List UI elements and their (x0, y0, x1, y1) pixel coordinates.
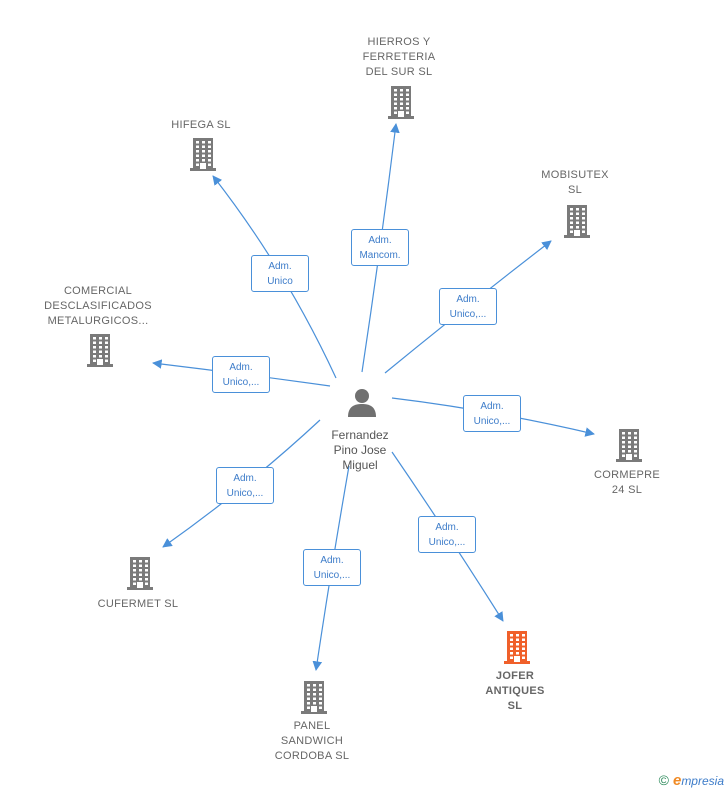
building-icon[interactable] (502, 630, 532, 669)
company-name-comercial[interactable]: COMERCIAL DESCLASIFICADOS METALURGICOS..… (44, 285, 152, 327)
relation-label-hifega[interactable]: Adm. Unico (251, 255, 309, 292)
building-icon[interactable] (85, 333, 115, 372)
relation-label-hierros[interactable]: Adm. Mancom. (351, 229, 409, 266)
relation-label-panel[interactable]: Adm. Unico,... (303, 549, 361, 586)
building-icon[interactable] (614, 428, 644, 467)
brand-footer: ©empresia (659, 772, 724, 789)
person-icon[interactable] (347, 387, 377, 422)
relation-label-mobisutex[interactable]: Adm. Unico,... (439, 288, 497, 325)
building-icon[interactable] (386, 85, 416, 124)
company-name-mobisutex[interactable]: MOBISUTEX SL (541, 169, 609, 196)
relation-label-comercial[interactable]: Adm. Unico,... (212, 356, 270, 393)
company-name-hierros[interactable]: HIERROS Y FERRETERIA DEL SUR SL (362, 36, 436, 78)
building-icon[interactable] (125, 556, 155, 595)
brand-logo-initial: e (672, 772, 682, 789)
building-icon[interactable] (562, 204, 592, 243)
company-name-jofer[interactable]: JOFER ANTIQUES SL (485, 670, 545, 712)
company-name-cormepre[interactable]: CORMEPRE 24 SL (594, 469, 660, 496)
company-name-cufermet[interactable]: CUFERMET SL (97, 598, 179, 610)
copyright-icon: © (658, 772, 669, 788)
person-name[interactable]: Fernandez Pino Jose Miguel (331, 428, 389, 472)
building-icon[interactable] (299, 680, 329, 719)
relation-label-cufermet[interactable]: Adm. Unico,... (216, 467, 274, 504)
company-name-panel[interactable]: PANEL SANDWICH CORDOBA SL (274, 720, 350, 762)
building-icon[interactable] (188, 137, 218, 176)
relation-label-jofer[interactable]: Adm. Unico,... (418, 516, 476, 553)
brand-logo-text: mpresia (681, 774, 724, 788)
company-name-hifega[interactable]: HIFEGA SL (171, 119, 231, 131)
relation-label-cormepre[interactable]: Adm. Unico,... (463, 395, 521, 432)
